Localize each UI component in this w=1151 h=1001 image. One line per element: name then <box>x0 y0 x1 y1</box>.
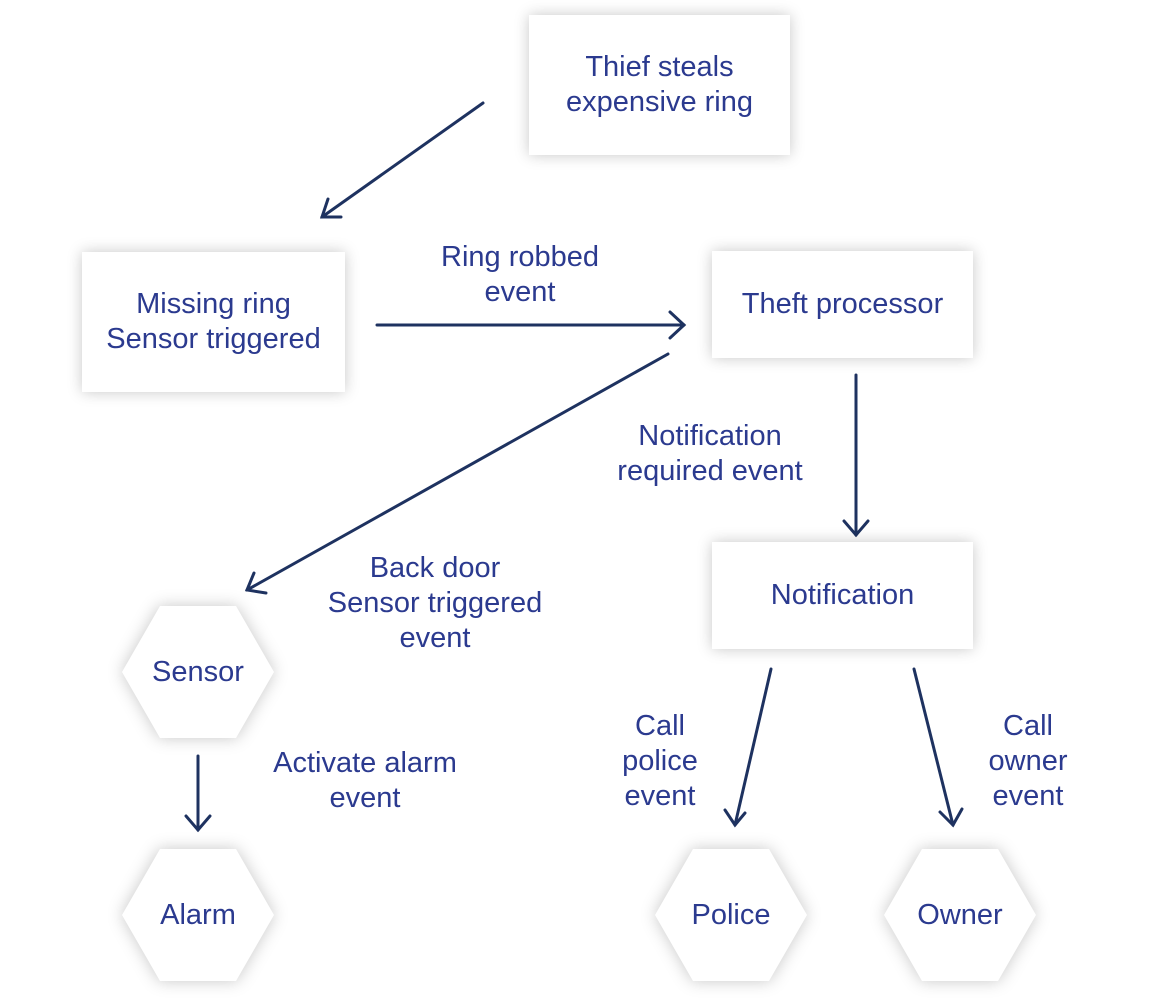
hexagon-shape: Owner <box>884 849 1036 981</box>
node-missing-ring-sensor[interactable]: Missing ring Sensor triggered <box>82 252 345 392</box>
node-police[interactable]: Police <box>655 849 807 981</box>
node-sensor[interactable]: Sensor <box>122 606 274 738</box>
edge-label-call-owner: Call owner event <box>988 710 1068 812</box>
node-owner[interactable]: Owner <box>884 849 1036 981</box>
node-alarm[interactable]: Alarm <box>122 849 274 981</box>
node-label: Missing ring Sensor triggered <box>106 288 321 355</box>
edge-sensor-to-alarm <box>184 754 212 833</box>
node-label: Sensor <box>152 655 244 688</box>
edge-label-notification-required: Notification required event <box>617 420 803 487</box>
edge-label-activate-alarm: Activate alarm event <box>273 747 457 814</box>
hexagon-shape: Sensor <box>122 606 274 738</box>
node-label: Police <box>691 898 771 931</box>
node-theft-processor[interactable]: Theft processor <box>712 251 973 358</box>
edge-label-back-door-sensor: Back door Sensor triggered event <box>327 552 543 654</box>
edge-label-call-police: Call police event <box>622 710 698 812</box>
edge-notification-to-owner <box>912 667 964 828</box>
edge-theft-processor-to-notification <box>842 373 870 538</box>
edge-missing-ring-to-theft-processor <box>375 310 687 340</box>
edge-notification-to-police <box>723 667 773 828</box>
node-label: Alarm <box>160 898 236 931</box>
node-label: Theft processor <box>741 288 944 320</box>
edge-theft-processor-to-sensor <box>244 352 670 595</box>
edge-label-ring-robbed: Ring robbed event <box>441 241 599 308</box>
node-label: Owner <box>917 898 1003 931</box>
hexagon-shape: Police <box>655 849 807 981</box>
node-label: Notification <box>770 579 915 611</box>
node-label: Thief steals expensive ring <box>566 51 753 118</box>
node-thief-steals-ring[interactable]: Thief steals expensive ring <box>529 15 790 155</box>
node-notification[interactable]: Notification <box>712 542 973 649</box>
hexagon-shape: Alarm <box>122 849 274 981</box>
edge-thief-to-missing-ring <box>319 101 485 219</box>
